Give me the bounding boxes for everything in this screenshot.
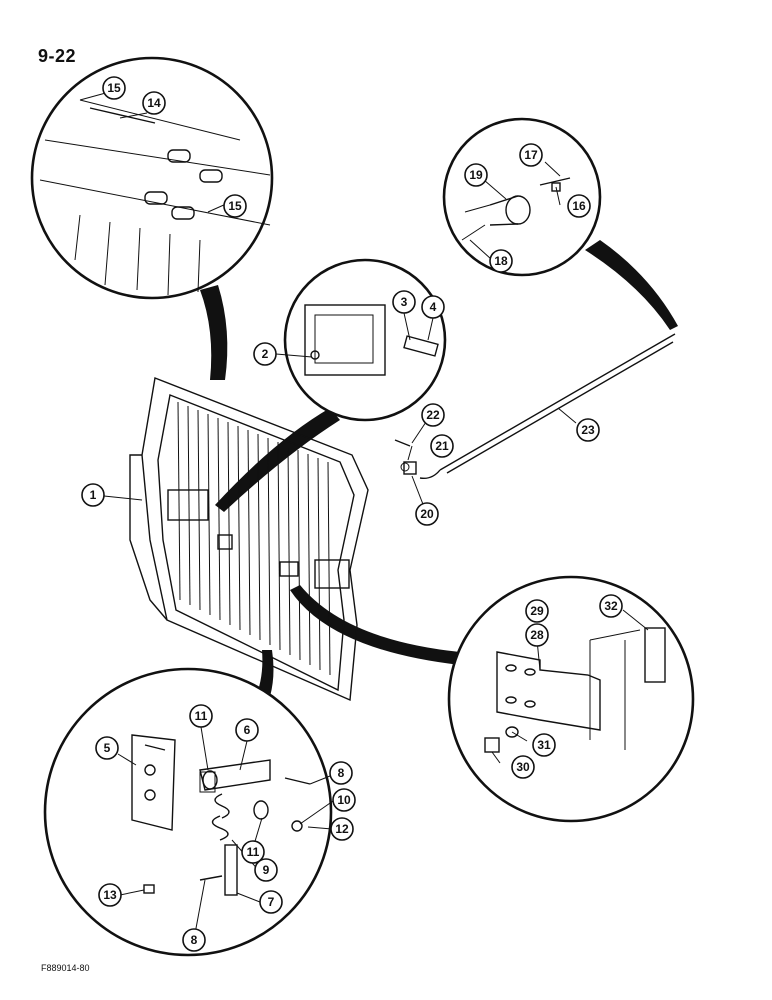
svg-text:13: 13 — [103, 888, 117, 902]
callout-18: 18 — [489, 249, 513, 273]
svg-text:20: 20 — [420, 507, 434, 521]
svg-text:31: 31 — [537, 738, 551, 752]
callout-7: 7 — [259, 890, 283, 914]
page-number: 9-22 — [38, 46, 77, 66]
callout-32: 32 — [599, 594, 623, 618]
callout-8a: 8 — [329, 761, 353, 785]
detail-latch — [43, 667, 333, 957]
callout-8b: 8 — [182, 928, 206, 952]
svg-text:29: 29 — [530, 604, 544, 618]
svg-text:5: 5 — [104, 741, 111, 755]
callout-11a: 11 — [189, 704, 213, 728]
callout-19: 19 — [464, 163, 488, 187]
callout-10: 10 — [332, 788, 356, 812]
svg-text:15: 15 — [107, 81, 121, 95]
svg-text:6: 6 — [244, 723, 251, 737]
figure-code: F889014-80 — [41, 963, 90, 973]
svg-text:1: 1 — [90, 488, 97, 502]
svg-text:11: 11 — [195, 709, 208, 723]
svg-text:28: 28 — [530, 628, 544, 642]
callout-17: 17 — [519, 143, 543, 167]
svg-text:9: 9 — [263, 863, 270, 877]
svg-text:4: 4 — [430, 300, 437, 314]
svg-text:8: 8 — [338, 766, 345, 780]
callout-1: 1 — [81, 483, 105, 507]
svg-text:21: 21 — [435, 439, 449, 453]
detail-plate — [447, 575, 695, 823]
callout-4: 4 — [421, 295, 445, 319]
svg-text:22: 22 — [426, 408, 440, 422]
callout-12: 12 — [330, 817, 354, 841]
callout-2: 2 — [253, 342, 277, 366]
callout-6: 6 — [235, 718, 259, 742]
callout-28: 28 — [525, 623, 549, 647]
callout-3: 3 — [392, 290, 416, 314]
callout-5: 5 — [95, 736, 119, 760]
svg-text:15: 15 — [228, 199, 242, 213]
connector-wedge-top-center — [215, 408, 340, 512]
connector-wedge-right — [290, 585, 460, 665]
svg-text:18: 18 — [494, 254, 508, 268]
grille-assembly — [129, 377, 369, 702]
callout-20: 20 — [415, 502, 439, 526]
svg-text:7: 7 — [268, 895, 275, 909]
svg-text:23: 23 — [581, 423, 595, 437]
callout-29: 29 — [525, 599, 549, 623]
callout-30: 30 — [511, 755, 535, 779]
svg-text:10: 10 — [337, 793, 351, 807]
callout-14: 14 — [142, 91, 166, 115]
callout-31: 31 — [532, 733, 556, 757]
svg-text:32: 32 — [604, 599, 618, 613]
callout-22: 22 — [421, 403, 445, 427]
svg-text:17: 17 — [524, 148, 538, 162]
callout-15b: 15 — [223, 194, 247, 218]
rod-assembly — [394, 333, 676, 480]
detail-stop — [442, 117, 602, 277]
svg-text:8: 8 — [191, 933, 198, 947]
connector-wedge-top-left — [200, 285, 228, 380]
callout-15a: 15 — [102, 76, 126, 100]
svg-text:19: 19 — [469, 168, 483, 182]
callout-21: 21 — [430, 434, 454, 458]
connector-wedge-top-right — [585, 240, 678, 330]
svg-text:3: 3 — [401, 295, 408, 309]
detail-hinges — [30, 56, 274, 300]
svg-text:2: 2 — [262, 347, 269, 361]
svg-text:30: 30 — [516, 760, 530, 774]
callout-9: 9 — [254, 858, 278, 882]
svg-text:11: 11 — [247, 845, 260, 859]
callout-13: 13 — [98, 883, 122, 907]
svg-text:12: 12 — [335, 822, 349, 836]
svg-text:16: 16 — [572, 199, 586, 213]
callout-11b: 11 — [241, 840, 265, 864]
callout-16: 16 — [567, 194, 591, 218]
svg-text:14: 14 — [147, 96, 161, 110]
detail-bracket — [283, 258, 447, 422]
callout-23: 23 — [576, 418, 600, 442]
